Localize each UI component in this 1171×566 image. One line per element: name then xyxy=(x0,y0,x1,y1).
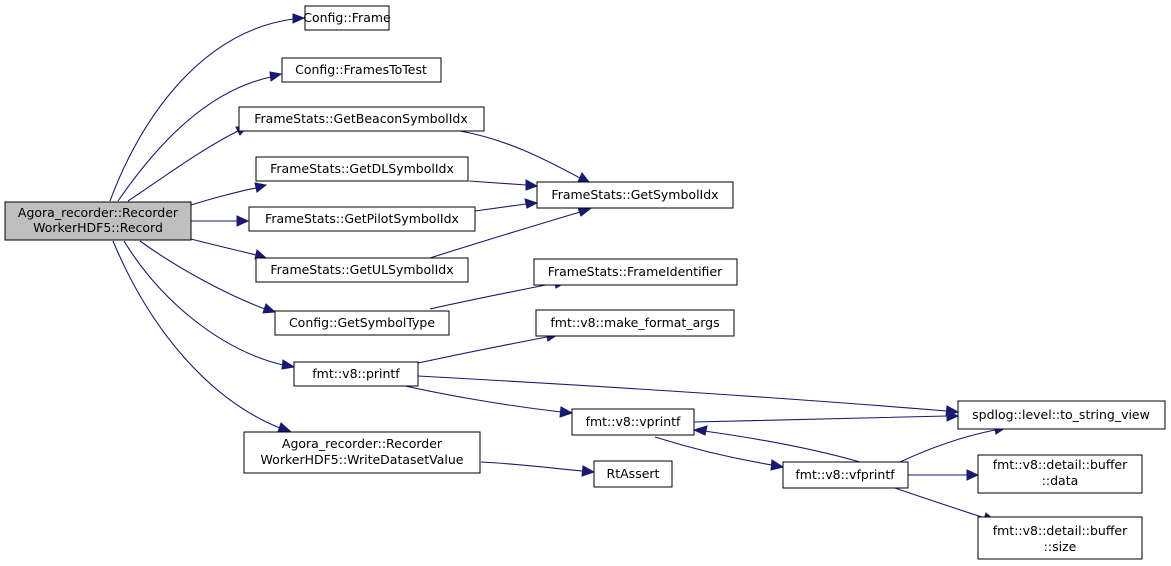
node-root[interactable]: Agora_recorder::Recorder WorkerHDF5::Rec… xyxy=(4,201,192,241)
node-printf[interactable]: fmt::v8::printf xyxy=(293,361,419,387)
node-buffersize-line1: fmt::v8::detail::buffer xyxy=(993,523,1128,538)
edge-record-to-getsymboltype xyxy=(139,240,277,314)
edge-getbeacon-to-getsymbolidx xyxy=(459,130,591,183)
edge-record-to-printf xyxy=(123,240,296,370)
node-getsymboltype-label: Config::GetSymbolType xyxy=(289,315,435,330)
edge-vfprintf-to-vprintf xyxy=(692,425,861,463)
node-rtassert[interactable]: RtAssert xyxy=(593,460,673,488)
node-bufferdata[interactable]: fmt::v8::detail::buffer ::data xyxy=(977,454,1143,494)
node-getpilotsymbolidx-label: FrameStats::GetPilotSymbolIdx xyxy=(265,211,459,226)
edge-getpilot-to-getsymbolidx xyxy=(474,198,539,212)
node-root-line2: WorkerHDF5::Record xyxy=(33,220,163,235)
node-buffersize[interactable]: fmt::v8::detail::buffer ::size xyxy=(977,516,1143,560)
edge-printf-to-makeformatargs xyxy=(417,331,559,364)
node-root-line1: Agora_recorder::Recorder xyxy=(18,205,179,220)
edge-writedataset-to-rtassert xyxy=(480,461,596,477)
node-writedatasetvalue[interactable]: Agora_recorder::Recorder WorkerHDF5::Wri… xyxy=(243,431,481,474)
node-getbeaconsymbolidx-label: FrameStats::GetBeaconSymbolIdx xyxy=(254,111,468,126)
node-vfprintf-label: fmt::v8::vfprintf xyxy=(795,467,895,482)
node-getdlsymbolidx-label: FrameStats::GetDLSymbolIdx xyxy=(270,161,454,176)
node-getulsymbolidx[interactable]: FrameStats::GetULSymbolIdx xyxy=(255,257,469,283)
node-writedatasetvalue-line2: WorkerHDF5::WriteDatasetValue xyxy=(261,452,464,467)
node-getsymboltype[interactable]: Config::GetSymbolType xyxy=(274,310,450,336)
node-config-framestotest-label: Config::FramesToTest xyxy=(295,62,427,77)
edge-record-to-framestotest xyxy=(117,71,283,202)
node-frameidentifier-label: FrameStats::FrameIdentifier xyxy=(548,264,723,279)
edge-record-to-getpilot xyxy=(191,215,250,227)
node-config-frame[interactable]: Config::Frame xyxy=(303,5,391,31)
edge-vfprintf-to-bufferdata xyxy=(908,469,980,481)
node-printf-label: fmt::v8::printf xyxy=(312,366,400,381)
node-config-frame-label: Config::Frame xyxy=(303,10,391,25)
node-getdlsymbolidx[interactable]: FrameStats::GetDLSymbolIdx xyxy=(255,156,469,182)
node-frameidentifier[interactable]: FrameStats::FrameIdentifier xyxy=(533,258,738,286)
node-tostringview-label: spdlog::level::to_string_view xyxy=(972,407,1150,422)
edge-vprintf-to-tostringview xyxy=(693,410,960,423)
edge-vprintf-to-vfprintf xyxy=(654,436,785,471)
node-bufferdata-line1: fmt::v8::detail::buffer xyxy=(993,457,1128,472)
node-vprintf-label: fmt::v8::vprintf xyxy=(586,414,681,429)
node-tostringview[interactable]: spdlog::level::to_string_view xyxy=(957,400,1166,430)
node-rtassert-label: RtAssert xyxy=(607,466,660,481)
node-makeformatargs-label: fmt::v8::make_format_args xyxy=(550,315,719,330)
edge-record-to-getul xyxy=(190,238,268,260)
edge-getdl-to-getsymbolidx xyxy=(468,179,539,191)
node-getpilotsymbolidx[interactable]: FrameStats::GetPilotSymbolIdx xyxy=(248,206,476,232)
node-config-framestotest[interactable]: Config::FramesToTest xyxy=(281,57,442,83)
node-writedatasetvalue-line1: Agora_recorder::Recorder xyxy=(282,436,443,451)
edge-record-to-getdl xyxy=(190,182,268,206)
node-bufferdata-line2: ::data xyxy=(1042,473,1079,488)
node-getsymbolidx-label: FrameStats::GetSymbolIdx xyxy=(551,187,718,202)
node-vprintf[interactable]: fmt::v8::vprintf xyxy=(571,408,695,436)
node-vfprintf[interactable]: fmt::v8::vfprintf xyxy=(782,461,909,489)
node-getbeaconsymbolidx[interactable]: FrameStats::GetBeaconSymbolIdx xyxy=(238,106,485,132)
edge-record-to-frame xyxy=(109,13,306,202)
node-getsymbolidx[interactable]: FrameStats::GetSymbolIdx xyxy=(536,181,734,209)
node-makeformatargs[interactable]: fmt::v8::make_format_args xyxy=(535,309,735,337)
node-buffersize-line2: ::size xyxy=(1044,539,1077,554)
node-getulsymbolidx-label: FrameStats::GetULSymbolIdx xyxy=(270,262,453,277)
